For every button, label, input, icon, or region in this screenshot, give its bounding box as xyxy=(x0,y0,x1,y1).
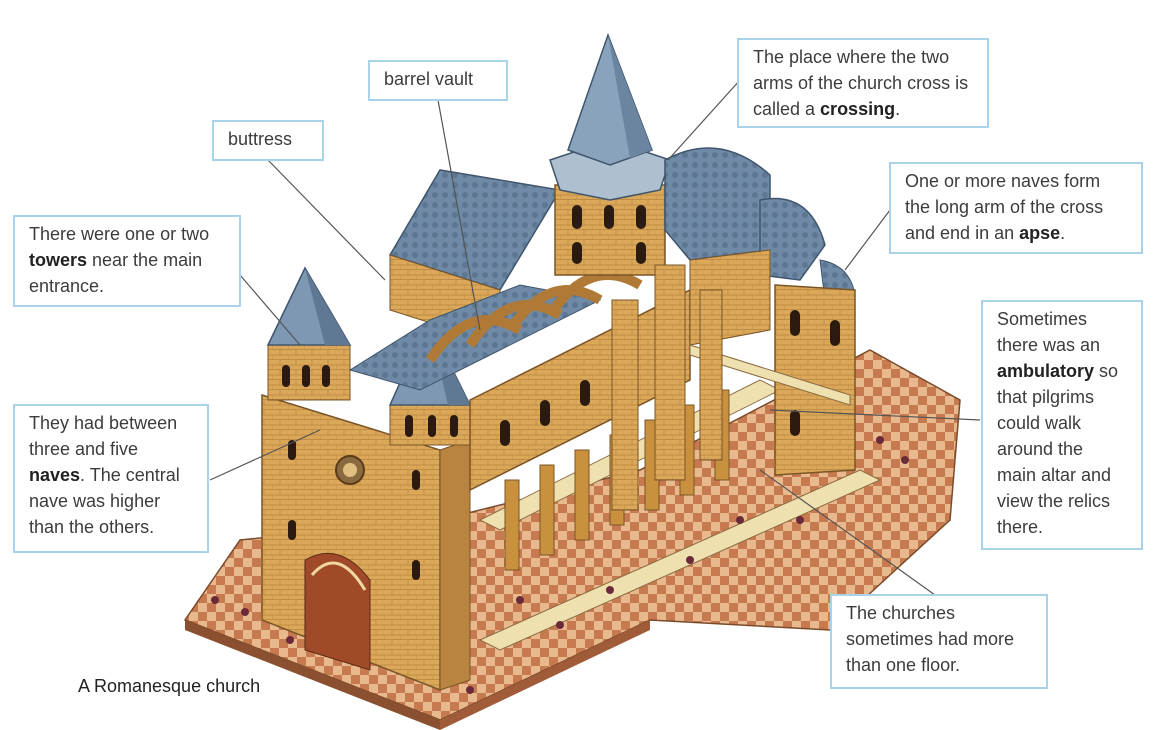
label-barrel-vault-text: barrel vault xyxy=(384,69,474,89)
label-towers-term: towers xyxy=(29,250,88,270)
crossing-piers xyxy=(611,264,723,511)
figure-caption: A Romanesque church xyxy=(78,676,261,696)
label-naves: They had between three and five naves. T… xyxy=(13,404,209,553)
east-roofs xyxy=(664,147,856,301)
people xyxy=(211,436,909,694)
label-towers: There were one or two towers near the ma… xyxy=(13,215,241,307)
crossing-tower xyxy=(549,32,671,276)
label-floors-text: The churches sometimes had more than one… xyxy=(846,603,1015,675)
label-buttress: buttress xyxy=(212,120,324,161)
barrel-vault-arches xyxy=(425,270,643,363)
label-apse-text: One or more naves form the long arm of t… xyxy=(905,171,1104,243)
label-apse: One or more naves form the long arm of t… xyxy=(889,162,1143,254)
west-facade xyxy=(261,393,471,692)
label-crossing-end: . xyxy=(895,99,901,119)
label-ambulatory-text: Sometimes there was an xyxy=(997,309,1101,355)
label-ambulatory-end: so that pilgrims could walk around the m… xyxy=(997,361,1119,537)
label-apse-end: . xyxy=(1060,223,1066,243)
label-naves-term: naves xyxy=(29,465,81,485)
label-buttress-text: buttress xyxy=(228,129,293,149)
label-towers-text: There were one or two xyxy=(29,224,210,244)
label-crossing-term: crossing xyxy=(820,99,896,119)
label-crossing-text: The place where the two arms of the chur… xyxy=(753,47,969,119)
label-crossing: The place where the two arms of the chur… xyxy=(737,38,989,128)
leader-lines xyxy=(209,79,981,596)
label-naves-end: . The central nave was higher than the o… xyxy=(29,465,180,537)
label-apse-term: apse xyxy=(1019,223,1061,243)
label-floors: The churches sometimes had more than one… xyxy=(830,594,1048,689)
label-ambulatory-term: ambulatory xyxy=(997,361,1095,381)
left-tower xyxy=(266,266,352,401)
label-ambulatory: Sometimes there was an ambulatory so tha… xyxy=(981,300,1143,550)
label-naves-text: They had between three and five xyxy=(29,413,178,459)
label-towers-end: near the main entrance. xyxy=(29,250,203,296)
label-barrel-vault: barrel vault xyxy=(368,60,508,101)
